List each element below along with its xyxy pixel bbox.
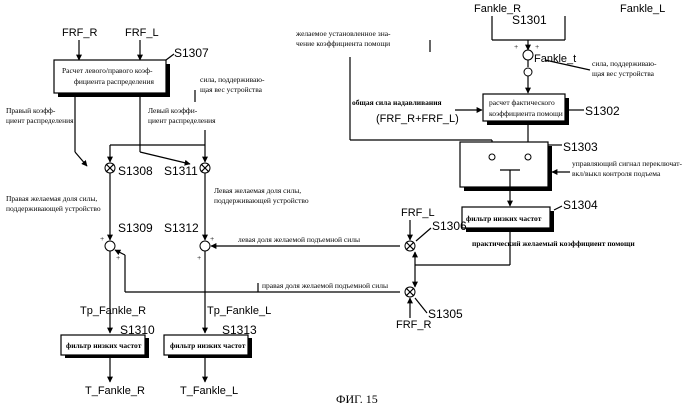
- frf-r-bottom: FRF_R: [396, 319, 432, 331]
- practical-assist: практический желаемый коэффициент помощи: [472, 239, 635, 248]
- force-support-top-1: сила, поддерживаю-: [200, 75, 265, 84]
- step-s1305: S1305: [428, 307, 463, 321]
- adder-s1309: [105, 241, 115, 251]
- left-coeff-2: циент распределения: [148, 116, 216, 125]
- lpf-s1310-label: фильтр низких частот: [66, 341, 142, 350]
- step-s1301: S1301: [512, 13, 547, 27]
- switch-s1303: [460, 142, 552, 191]
- step-s1312: S1312: [164, 221, 199, 235]
- step-s1307: S1307: [174, 46, 209, 60]
- left-coeff-1: Левый коэффи-: [148, 106, 198, 115]
- right-coeff-2: циент распределения: [6, 116, 74, 125]
- step-s1309: S1309: [118, 221, 153, 235]
- tp-fankle-l: Tp_Fankle_L: [207, 305, 271, 317]
- step-s1302: S1302: [585, 104, 620, 118]
- block-lpf-s1313: фильтр низких частот: [164, 335, 252, 358]
- block-s1307: Расчет левого/правого коэф- фициента рас…: [54, 60, 170, 97]
- t-fankle-r: T_Fankle_R: [85, 385, 145, 397]
- right-desired-2: поддерживающей устройство: [6, 204, 101, 213]
- fankle-l-top-label: Fankle_L: [620, 3, 665, 15]
- step-s1304: S1304: [563, 198, 598, 212]
- divider-s1302: [524, 68, 532, 76]
- step-s1311: S1311: [164, 164, 198, 178]
- s1307-line1: Расчет левого/правого коэф-: [62, 66, 153, 75]
- right-lift-share: правая доля желаемой подъемной силы: [262, 281, 388, 290]
- s1302-line1: расчет фактического: [489, 98, 555, 107]
- block-s1302: расчет фактического коэффициента помощи: [483, 94, 569, 125]
- s1307-line2: фициента распределения: [74, 77, 154, 86]
- sum-formula: (FRF_R+FRF_L): [376, 113, 459, 125]
- control-signal-1: управляющий сигнал переключат-: [572, 159, 683, 168]
- step-s1308: S1308: [118, 164, 153, 178]
- tp-fankle-r: Tp_Fankle_R: [80, 305, 146, 317]
- force-support-right-2: щая вес устройства: [592, 69, 655, 78]
- force-support-top-2: щая вес устройства: [200, 85, 263, 94]
- left-desired-1: Левая желаемая доля силы,: [214, 186, 301, 195]
- control-signal-2: вкл/выкл контроля подъема: [572, 169, 661, 178]
- svg-text:+: +: [197, 253, 201, 262]
- svg-text:+: +: [100, 234, 104, 243]
- s1302-line2: коэффициента помощи: [489, 109, 563, 118]
- desired-assist-2: чение коэффициента помощи: [296, 39, 390, 48]
- step-s1310: S1310: [120, 323, 155, 337]
- t-fankle-l: T_Fankle_L: [180, 385, 238, 397]
- block-lpf-s1304: фильтр низких частот: [462, 207, 554, 232]
- adder-s1301: [523, 50, 533, 60]
- frf-l-top-label: FRF_L: [125, 27, 159, 39]
- left-desired-2: поддерживающей устройство: [214, 196, 309, 205]
- total-push-force: общая сила надавливания: [352, 98, 442, 107]
- frf-l-mid: FRF_L: [401, 207, 435, 219]
- left-lift-share: левая доля желаемой подъемной силы: [238, 235, 360, 244]
- adder-s1312: [200, 241, 210, 251]
- svg-text:+: +: [116, 253, 120, 262]
- figure-label: ФИГ. 15: [336, 392, 378, 406]
- right-desired-1: Правая желаемая доля силы,: [6, 194, 97, 203]
- right-coeff-1: Правый коэфф-: [6, 106, 56, 115]
- block-lpf-s1310: фильтр низких частот: [61, 335, 149, 358]
- step-s1306: S1306: [432, 219, 467, 233]
- desired-assist-1: желаемое установленное зна-: [295, 29, 391, 38]
- lpf-s1313-label: фильтр низких частот: [170, 341, 246, 350]
- svg-text:+: +: [210, 234, 214, 243]
- frf-r-top-label: FRF_R: [62, 27, 98, 39]
- step-s1313: S1313: [222, 323, 257, 337]
- fankle-t: Fankle_t: [534, 53, 576, 65]
- lpf-s1304-label: фильтр низких частот: [466, 214, 542, 223]
- svg-text:+: +: [535, 42, 539, 51]
- step-s1303: S1303: [563, 140, 598, 154]
- force-support-right-1: сила, поддерживаю-: [592, 59, 657, 68]
- svg-text:+: +: [514, 42, 518, 51]
